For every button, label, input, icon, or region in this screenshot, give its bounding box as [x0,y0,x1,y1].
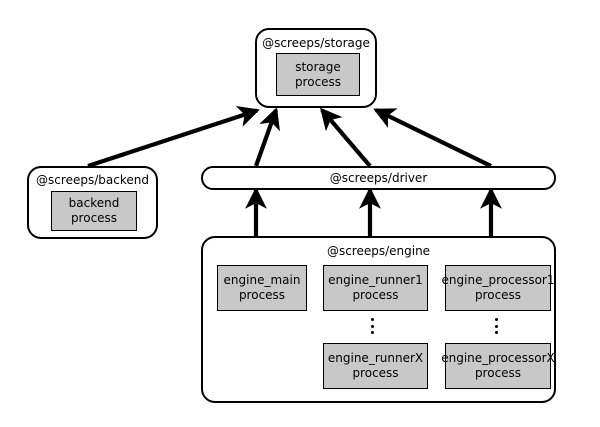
vertical-ellipsis-icon-processor [495,318,498,334]
process-engine-processor1[interactable]: engine_processor1 process [442,265,554,311]
process-engine-processor1-line1: engine_processor1 [441,273,555,287]
process-engine-runner1-line1: engine_runner1 [328,273,423,287]
process-engine-runnerx-line2: process [352,366,399,380]
process-backend-line2: process [70,211,118,225]
process-backend[interactable]: backend process [51,191,137,231]
process-backend-line1: backend [68,196,120,210]
package-storage[interactable]: @screeps/storage storage process [255,28,377,108]
arrow-driver-left-to-storage [254,107,280,167]
package-driver[interactable]: @screeps/driver [201,166,556,190]
package-storage-title: @screeps/storage [262,36,370,50]
process-engine-runnerx-line1: engine_runnerX [327,351,424,365]
process-storage-line2: process [294,74,342,89]
process-engine-runner1-line2: process [352,288,399,302]
package-engine[interactable]: @screeps/engine engine_main process engi… [201,236,556,403]
process-engine-processorx-line2: process [474,366,522,380]
arrow-driver-mid-to-storage [320,107,372,168]
arrow-driver-right-to-storage [373,108,492,168]
process-engine-runnerx[interactable]: engine_runnerX process [323,343,428,389]
arrow-backend-to-storage [87,105,260,168]
package-backend-title: @screeps/backend [36,173,149,187]
process-engine-main[interactable]: engine_main process [217,265,307,311]
process-engine-main-line2: process [238,288,286,302]
package-engine-title: @screeps/engine [326,244,431,258]
package-driver-title: @screeps/driver [329,171,428,185]
process-engine-main-line1: engine_main [223,273,301,287]
process-engine-runner1[interactable]: engine_runner1 process [323,265,428,311]
process-storage[interactable]: storage process [276,53,360,96]
process-engine-processorx[interactable]: engine_processorX process [441,343,555,389]
process-engine-processorx-line1: engine_processorX [441,351,555,365]
package-backend[interactable]: @screeps/backend backend process [27,166,158,239]
vertical-ellipsis-icon-runner [371,318,374,334]
process-storage-line1: storage [295,59,341,74]
process-engine-processor1-line2: process [474,288,522,302]
